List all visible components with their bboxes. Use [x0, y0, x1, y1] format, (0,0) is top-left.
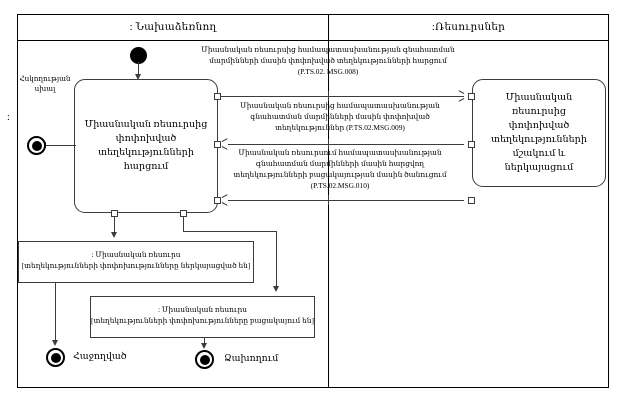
- activity-initiator-request[interactable]: Միասնական ռեսուրսից փոփոխված տեղեկությու…: [74, 79, 218, 213]
- arrowhead-left-open-icon-2: [221, 196, 229, 204]
- lane-crossing-tick-msg009: [328, 139, 329, 149]
- port-responder-out-msg010[interactable]: [468, 197, 475, 204]
- edge-to-note1: [114, 217, 115, 234]
- edge-to-note2-seg3: [276, 231, 277, 287]
- initial-node: [130, 47, 147, 64]
- arrowhead-down-icon: [135, 74, 141, 80]
- lane-crossing-tick-msg008: [328, 91, 329, 101]
- port-initiator-out-msg008[interactable]: [214, 93, 221, 100]
- arrowhead-right-open-icon: [457, 92, 465, 100]
- port-initiator-out-note1[interactable]: [111, 210, 118, 217]
- final-node-failure: [195, 350, 214, 369]
- arrowhead-down-icon-3: [273, 286, 279, 292]
- lane-header-divider: [17, 40, 609, 41]
- port-responder-in-msg008[interactable]: [468, 93, 475, 100]
- arrowhead-down-icon-2: [111, 232, 117, 238]
- arrowhead-down-icon-4: [52, 340, 58, 346]
- edge-msg010: [228, 200, 464, 201]
- port-initiator-out-note2[interactable]: [180, 210, 187, 217]
- final-node-failure-label: Ձախողում: [224, 354, 279, 364]
- diagram-frame: [17, 14, 609, 388]
- control-error-label: Հսկողության սխալ: [19, 75, 71, 94]
- lane-crossing-tick-msg010: [328, 195, 329, 205]
- edge-activity-to-error-final: [44, 145, 76, 146]
- edge-msg008: [221, 96, 464, 97]
- edge-note1-to-success: [55, 283, 56, 342]
- message-label-msg010: Միասնական ռեսուրսում համապատասխանության …: [233, 148, 447, 191]
- port-initiator-in-msg010[interactable]: [214, 197, 221, 204]
- note-unified-resource-changes-absent: : Միասնական ռեսուրս [տեղեկությունների փո…: [90, 296, 315, 338]
- final-node-success-label: Հաջողված: [73, 352, 127, 362]
- edge-initial-to-activity: [138, 62, 139, 77]
- port-responder-out-msg009[interactable]: [468, 141, 475, 148]
- activity-responder-process[interactable]: Միասնական ռեսուրսից փոփոխված տեղեկությու…: [472, 79, 606, 187]
- final-node-error: [27, 136, 46, 155]
- colon-marker: :: [7, 112, 10, 123]
- edge-to-note2-seg2: [183, 231, 276, 232]
- edge-msg009: [228, 144, 464, 145]
- arrowhead-down-icon-5: [201, 343, 207, 349]
- lane-header-initiator: : Նախաձեռնող: [129, 22, 217, 33]
- final-node-success: [46, 348, 65, 367]
- message-label-msg009: Միասնական ռեսուրսից համապատասխանության գ…: [240, 101, 440, 133]
- edge-note2-to-failure: [204, 338, 205, 346]
- note-unified-resource-changes-present: : Միասնական ռեսուրս [տեղեկությունների փո…: [18, 241, 254, 283]
- edge-to-note2-seg1: [183, 217, 184, 231]
- message-label-msg008: Միասնական ռեսուրսից համապատասխանության գ…: [201, 45, 455, 77]
- lane-header-responder: :Ռեսուրսներ: [431, 22, 506, 33]
